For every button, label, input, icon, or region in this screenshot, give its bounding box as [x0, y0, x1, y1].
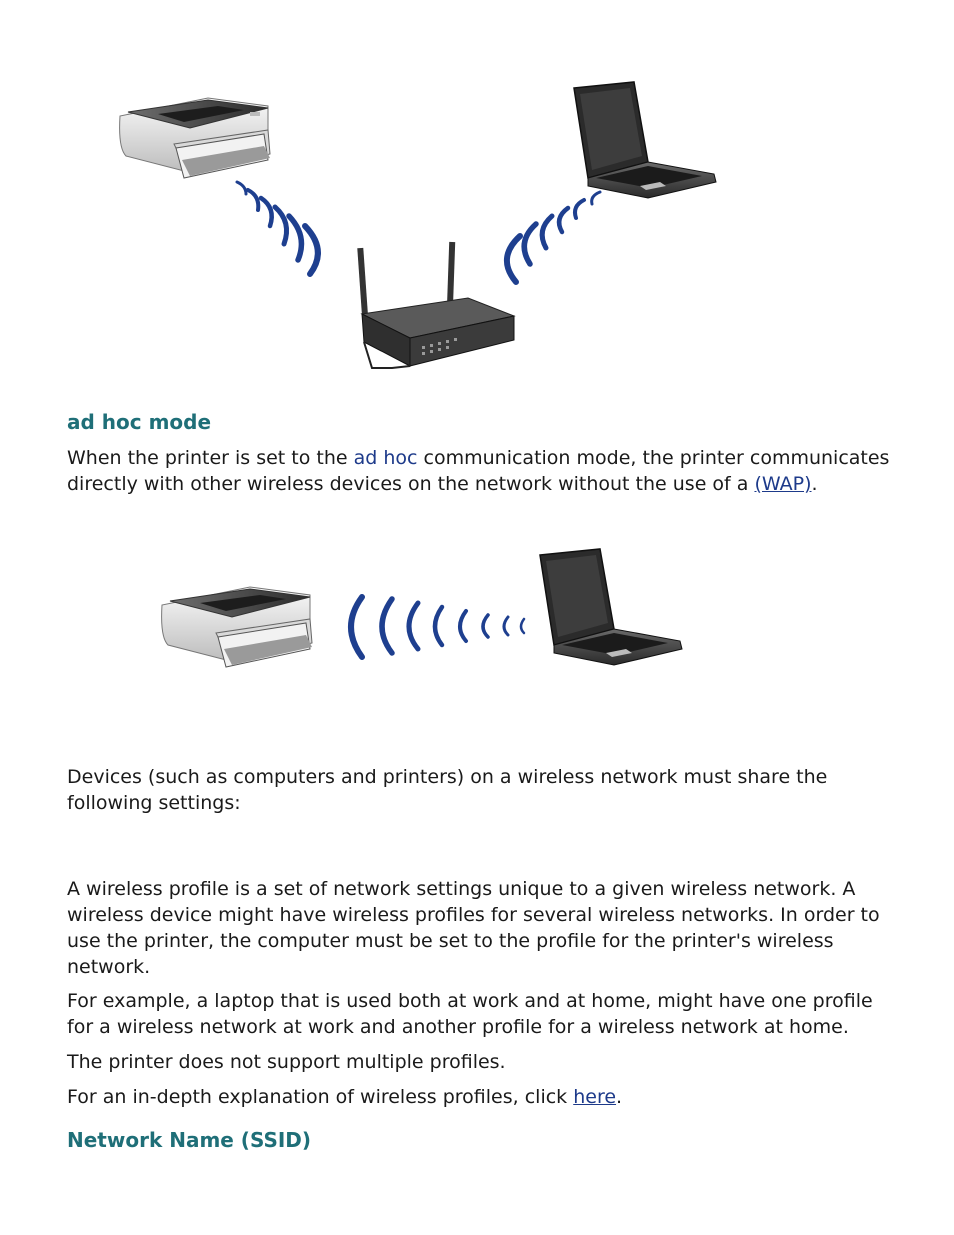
laptop-icon	[573, 81, 717, 199]
wap-link[interactable]: (WAP)	[754, 473, 812, 495]
profile-text-2: .	[616, 1086, 623, 1108]
settings-intro: Devices (such as computers and printers)…	[67, 766, 828, 814]
profile-paragraph-3: The printer does not support multiple pr…	[67, 1051, 506, 1073]
wireless-signal-icon	[235, 180, 321, 277]
adhoc-text-3: .	[811, 473, 818, 495]
adhoc-term: ad hoc	[353, 447, 418, 469]
adhoc-diagram	[161, 548, 683, 668]
wireless-signal-icon	[348, 594, 526, 660]
here-link[interactable]: here	[573, 1086, 617, 1108]
adhoc-text-2: communication mode, the printer communic…	[67, 447, 890, 495]
section-heading-adhoc: ad hoc mode	[67, 410, 212, 434]
router-icon	[357, 241, 516, 369]
printer-icon	[119, 97, 271, 179]
profile-paragraph-4: For an in-depth explanation of wireless …	[67, 1084, 897, 1110]
wireless-signal-icon	[504, 190, 602, 285]
profile-text-1: For an in-depth explanation of wireless …	[67, 1086, 574, 1108]
profile-paragraph-1: A wireless profile is a set of network s…	[67, 878, 880, 978]
adhoc-paragraph: When the printer is set to the ad hoc co…	[67, 445, 897, 497]
profile-paragraph-2: For example, a laptop that is used both …	[67, 990, 873, 1038]
adhoc-text-1: When the printer is set to the	[67, 447, 354, 469]
printer-icon	[161, 586, 313, 668]
section-heading-ssid: Network Name (SSID)	[67, 1128, 312, 1152]
laptop-icon	[539, 548, 683, 666]
infrastructure-diagram	[119, 81, 717, 369]
